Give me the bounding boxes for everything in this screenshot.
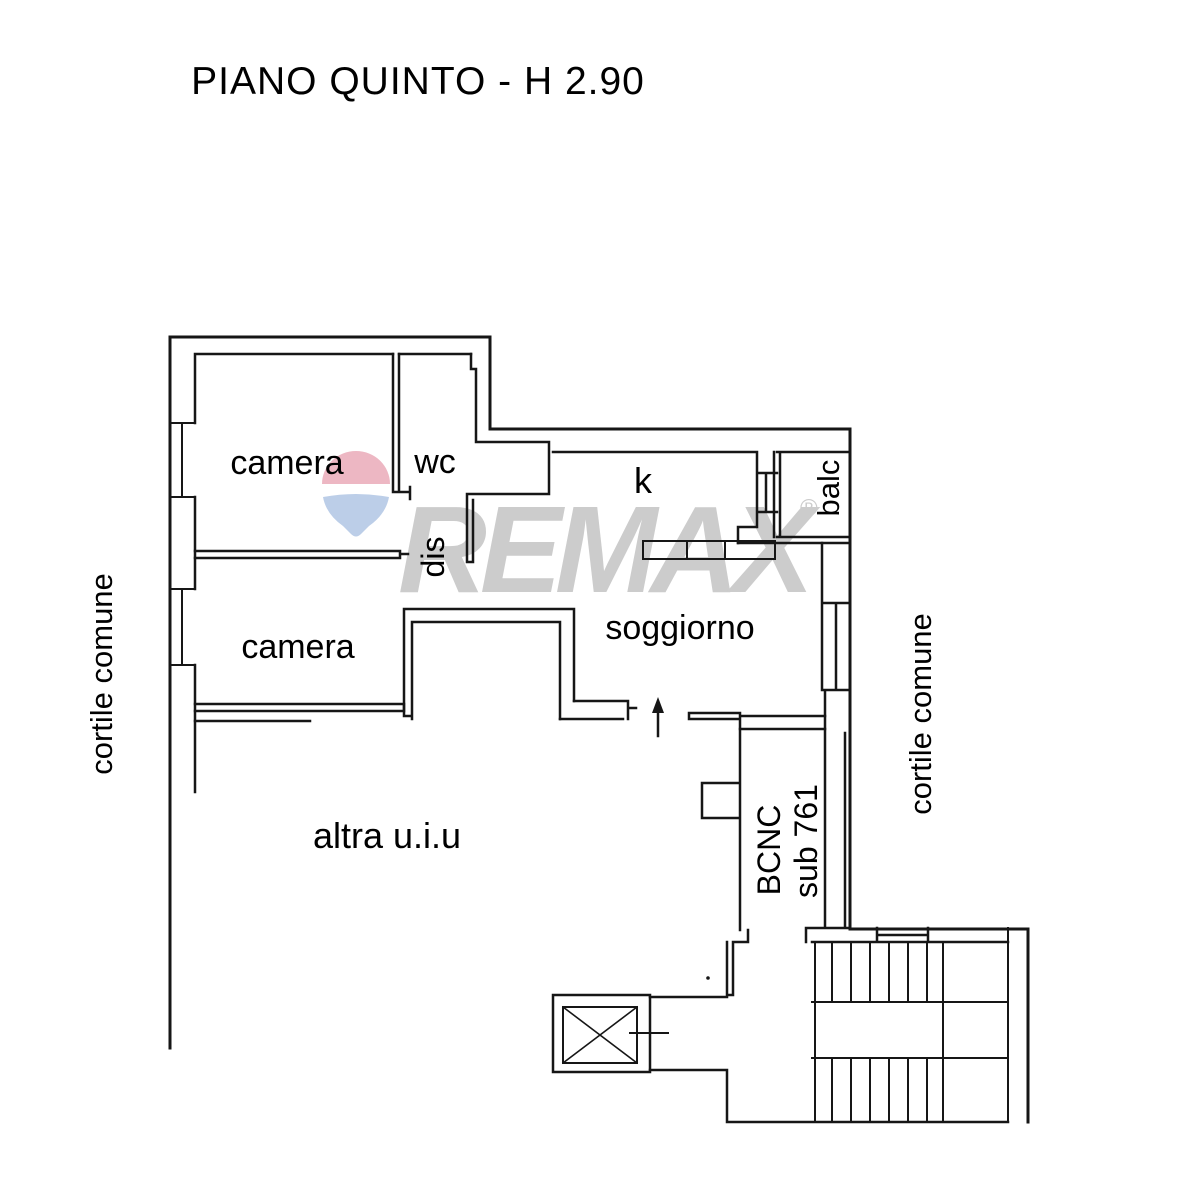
- wc-walls: [465, 352, 551, 564]
- soggiorno-south-wall-right: [687, 711, 827, 731]
- elevator-cross-icon: [561, 1005, 639, 1065]
- remax-registered-mark: ®: [800, 495, 818, 522]
- camera2-bottom-wall: [193, 702, 406, 723]
- soggiorno-south-wall-left: [558, 699, 638, 721]
- label-camera-1: camera: [230, 444, 343, 482]
- remax-balloon-bottom: [323, 494, 389, 537]
- kitchen-counter: [642, 540, 776, 560]
- elevator-shaft-outline: [551, 993, 652, 1074]
- entrance-arrow-head: [652, 697, 664, 713]
- label-cortile-comune-left: cortile comune: [84, 573, 119, 775]
- labels-layer: PIANO QUINTO - H 2.90 camera wc camera k…: [84, 60, 938, 898]
- left-wall-windows: [169, 422, 196, 666]
- page-title: PIANO QUINTO - H 2.90: [191, 60, 645, 103]
- remax-watermark: REMAX ®: [322, 451, 828, 619]
- camera-divider-wall: [193, 549, 410, 560]
- closet-walls: [402, 607, 576, 721]
- balcony-walls: [736, 450, 852, 545]
- label-dis: dis: [415, 537, 451, 578]
- stair-top-band: [804, 926, 1010, 944]
- label-soggiorno: soggiorno: [605, 609, 754, 647]
- bcnc-corridor-walls: [648, 727, 1010, 1124]
- label-bcnc-line2: sub 761: [788, 784, 824, 898]
- label-bcnc-line1: BCNC: [751, 805, 787, 896]
- right-wall-and-window: [820, 541, 852, 929]
- walls-layer: [168, 335, 1030, 1124]
- kitchen-walls: [551, 450, 779, 545]
- label-kitchen: k: [634, 460, 653, 501]
- label-wc: wc: [413, 443, 456, 481]
- staircase: [811, 927, 1009, 1123]
- label-cortile-comune-right: cortile comune: [903, 613, 938, 815]
- plan-dot: [706, 976, 710, 980]
- label-camera-2: camera: [241, 628, 354, 666]
- remax-balloon-top: [322, 451, 390, 484]
- left-wall-inner-line: [193, 352, 473, 794]
- label-altra-unit: altra u.i.u: [313, 815, 461, 856]
- label-balcony: balc: [811, 460, 846, 517]
- camera1-wc-divider: [391, 352, 412, 501]
- outer-walls: [168, 335, 1030, 1124]
